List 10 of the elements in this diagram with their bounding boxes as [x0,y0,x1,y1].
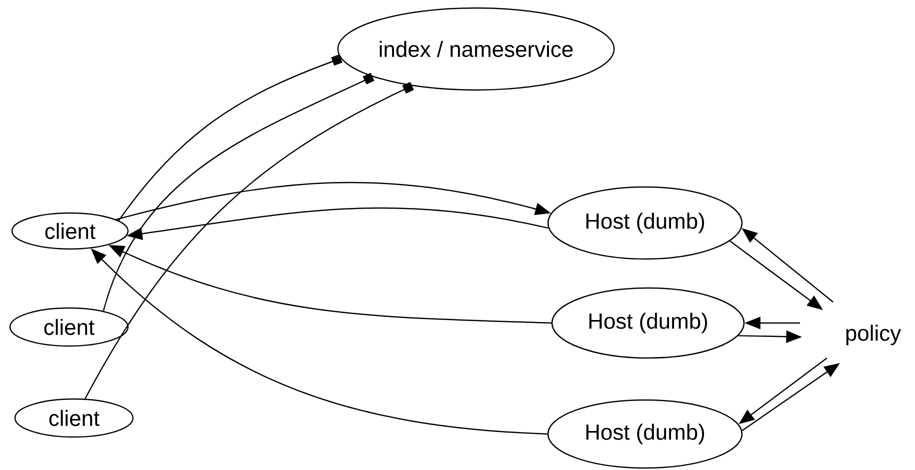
arrow [102,72,374,312]
arrow [118,54,342,222]
ellipse-node: Host (dumb) [551,287,745,359]
ellipse-node: Host (dumb) [547,186,743,260]
ellipse-node: client [9,307,129,347]
ellipse-node: client [11,212,129,250]
ellipse-node: index / nameservice [337,7,615,91]
ellipse-node: Host (dumb) [547,399,743,469]
ellipse-node: client [14,398,134,438]
text-label: policy [846,324,902,346]
